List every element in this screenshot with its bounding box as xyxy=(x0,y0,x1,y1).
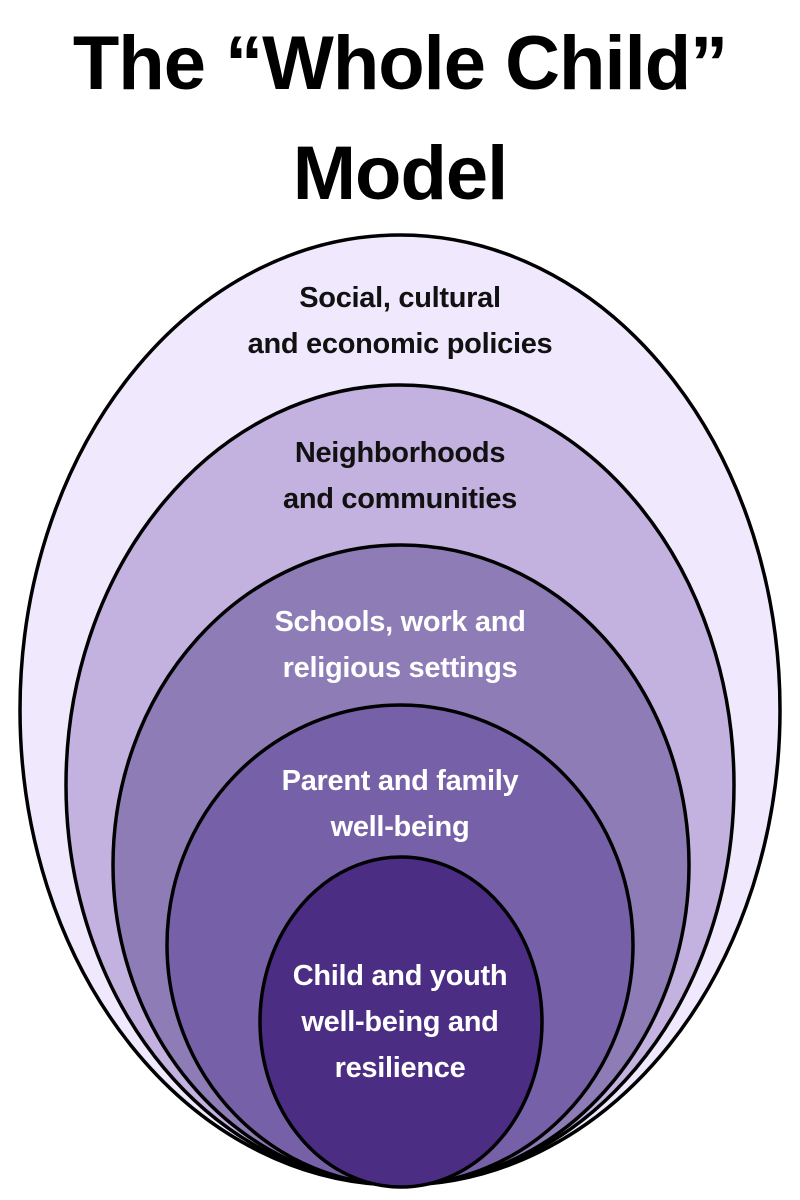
title-line-2: Model xyxy=(292,131,509,216)
label-line: Parent and family xyxy=(281,765,519,797)
title-line-1: The “Whole Child” xyxy=(72,21,728,106)
label-neighborhoods-communities: Neighborhoods and communities xyxy=(0,430,800,522)
label-line: and communities xyxy=(283,483,517,515)
label-line: Social, cultural xyxy=(299,282,501,314)
label-line: Neighborhoods xyxy=(294,437,506,469)
label-line: well-being xyxy=(330,811,470,843)
label-parent-family-wellbeing: Parent and family well-being xyxy=(0,758,800,850)
label-line: and economic policies xyxy=(247,328,553,360)
label-child-youth-wellbeing: Child and youth well-being and resilienc… xyxy=(0,953,800,1091)
label-line: Child and youth xyxy=(292,960,508,992)
label-schools-work-religious: Schools, work and religious settings xyxy=(0,599,800,691)
label-line: resilience xyxy=(334,1052,466,1084)
label-line: well-being and xyxy=(301,1006,499,1038)
label-social-cultural-economic-policies: Social, cultural and economic policies xyxy=(0,275,800,367)
label-line: religious settings xyxy=(282,652,518,684)
ellipse-level-5 xyxy=(258,855,544,1189)
label-line: Schools, work and xyxy=(274,606,526,638)
